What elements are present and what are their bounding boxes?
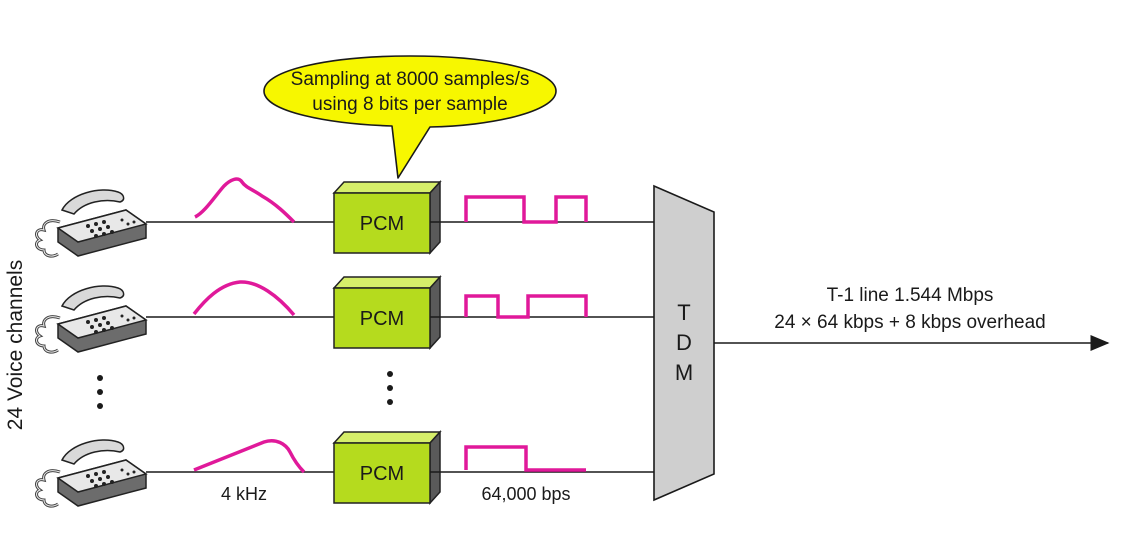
analog-signal	[193, 439, 306, 474]
tdm-letter-d: D	[676, 330, 692, 355]
ellipsis-icon	[387, 371, 393, 405]
channel-2: PCM	[35, 276, 654, 354]
telephone-icon	[35, 188, 148, 258]
output-line-2: 24 × 64 kbps + 8 kbps overhead	[774, 312, 1045, 333]
callout-line-2: using 8 bits per sample	[312, 94, 507, 115]
pcm-label: PCM	[360, 463, 404, 485]
telephone-icon	[35, 438, 148, 508]
digital-signal	[464, 445, 586, 472]
channel-24: PCM 4 kHz 64,000 bps	[35, 431, 654, 508]
output-line-1: T-1 line 1.544 Mbps	[827, 285, 994, 306]
callout: Sampling at 8000 samples/s using 8 bits …	[263, 55, 557, 179]
side-label: 24 Voice channels	[4, 260, 27, 430]
digital-label: 64,000 bps	[481, 484, 570, 504]
telephone-icon	[35, 284, 148, 354]
callout-line-1: Sampling at 8000 samples/s	[291, 69, 530, 90]
tdm-multiplexer: T D M	[653, 184, 715, 502]
pcm-label: PCM	[360, 213, 404, 235]
channel-1: PCM	[35, 177, 654, 258]
analog-label: 4 kHz	[221, 484, 267, 504]
analog-signal	[192, 280, 296, 317]
tdm-letter-m: M	[675, 360, 693, 385]
digital-signal	[464, 294, 588, 319]
ellipsis-icon	[97, 375, 103, 409]
digital-signal	[464, 195, 588, 224]
tdm-letter-t: T	[677, 300, 690, 325]
analog-signal	[194, 177, 296, 224]
pcm-label: PCM	[360, 308, 404, 330]
